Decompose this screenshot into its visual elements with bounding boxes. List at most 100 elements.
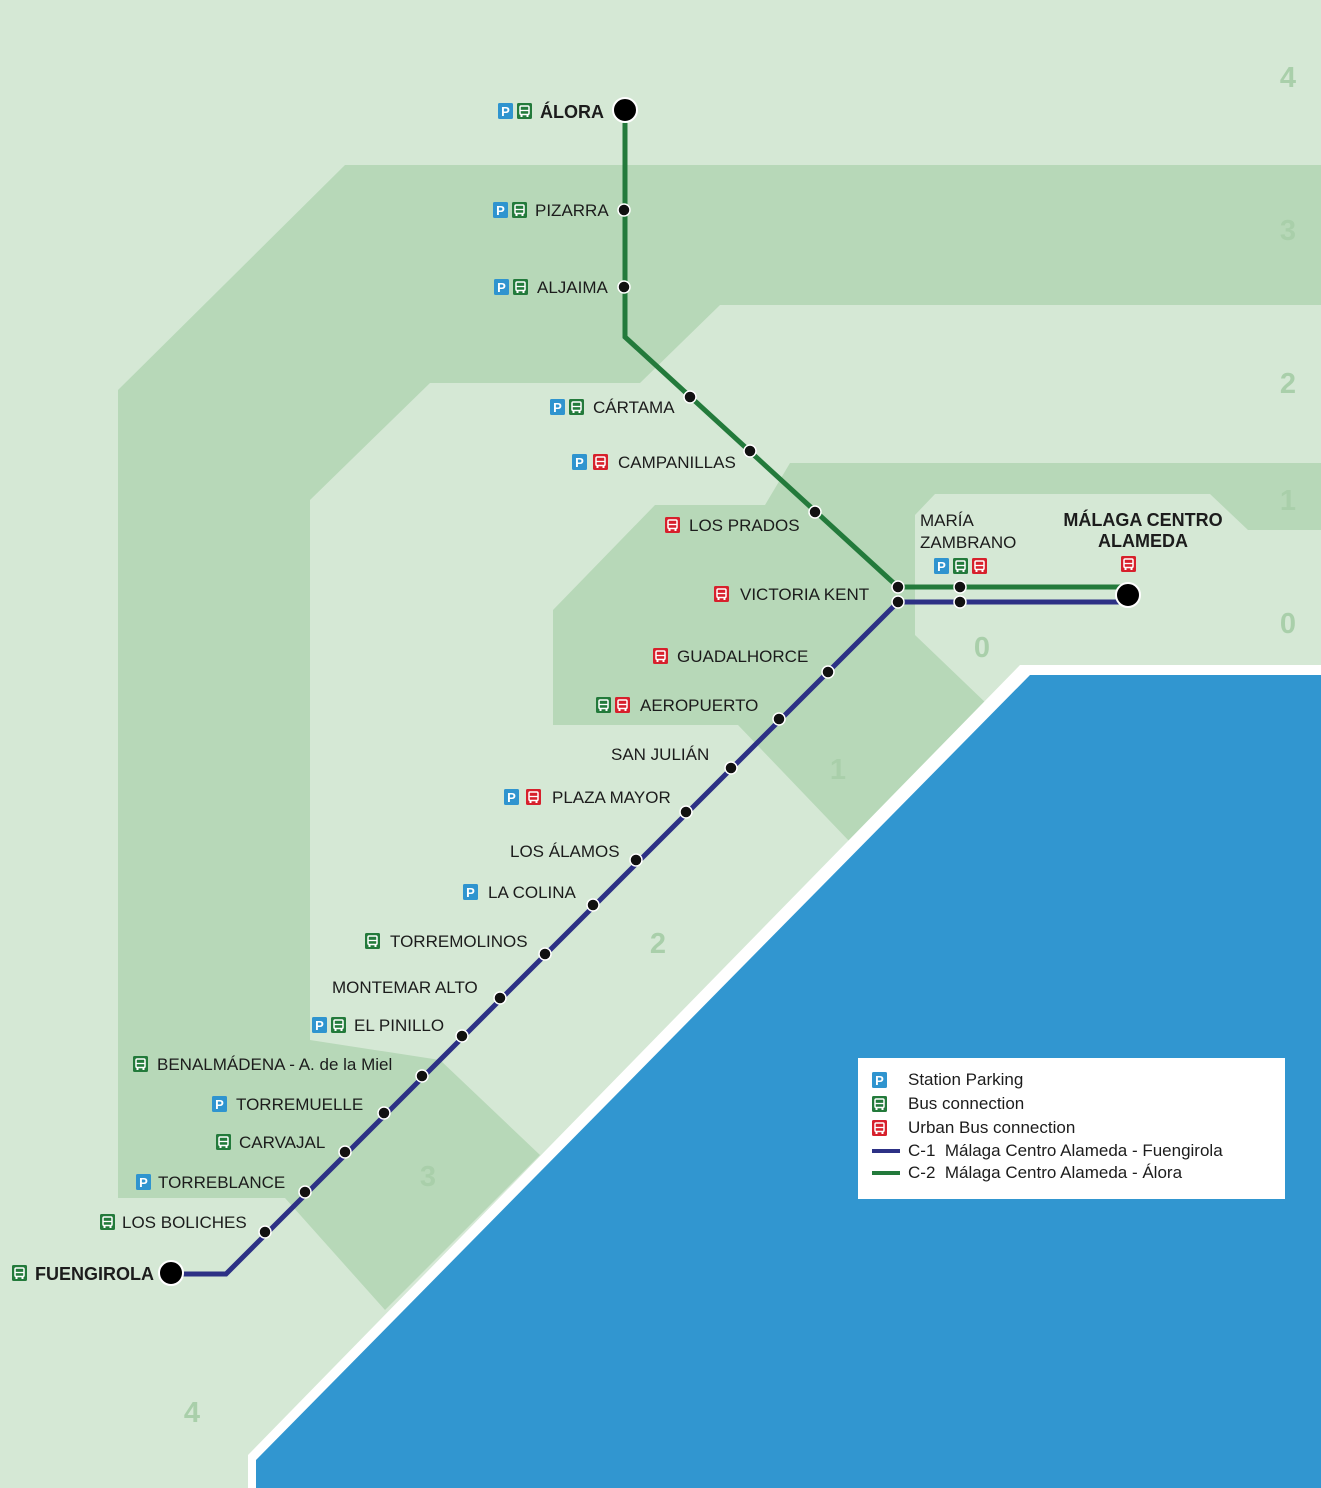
station-dot[interactable]: [808, 505, 822, 519]
station-dot[interactable]: [629, 853, 643, 867]
terminal-dot-alora[interactable]: [612, 97, 638, 123]
parking-icon: [504, 789, 519, 805]
station-label-maria-zambrano[interactable]: MARÍA: [920, 511, 975, 530]
parking-icon: [463, 884, 478, 900]
station-label-los-alamos[interactable]: LOS ÁLAMOS: [510, 842, 620, 861]
station-dot[interactable]: [455, 1029, 469, 1043]
parking-icon: [498, 103, 513, 119]
bus-icon: [11, 1264, 28, 1282]
parking-icon: [572, 454, 587, 470]
zone-number: 3: [1280, 215, 1296, 247]
parking-icon: [493, 202, 508, 218]
bus-icon: [516, 102, 533, 120]
station-dot[interactable]: [586, 898, 600, 912]
zone-number: 2: [1280, 368, 1296, 400]
bus-icon: [132, 1055, 149, 1073]
station-label-benalmadena[interactable]: BENALMÁDENA - A. de la Miel: [157, 1055, 392, 1074]
parking-icon: [934, 558, 949, 574]
legend-row-bus: Bus connection: [872, 1092, 1285, 1116]
bus-icon: [215, 1133, 232, 1151]
station-dot[interactable]: [538, 947, 552, 961]
bus-icon: [511, 201, 528, 219]
urban-bus-icon: [614, 696, 631, 714]
station-dot[interactable]: [743, 444, 757, 458]
urban-bus-icon: [664, 516, 681, 534]
station-label-la-colina[interactable]: LA COLINA: [488, 883, 577, 902]
parking-icon: [872, 1072, 887, 1088]
terminal-dot-malaga[interactable]: [1115, 582, 1141, 608]
station-label-san-julian[interactable]: SAN JULIÁN: [611, 745, 709, 764]
station-dot[interactable]: [298, 1185, 312, 1199]
station-dot[interactable]: [683, 390, 697, 404]
line-c2-swatch: [872, 1171, 900, 1175]
parking-icon: [136, 1174, 151, 1190]
station-label-maria-zambrano-2[interactable]: ZAMBRANO: [920, 533, 1016, 552]
station-label-fuengirola[interactable]: FUENGIROLA: [35, 1264, 154, 1284]
legend: Station Parking Bus connection Urban Bus…: [858, 1058, 1285, 1199]
station-dot[interactable]: [953, 595, 967, 609]
bus-icon: [364, 932, 381, 950]
urban-bus-icon: [652, 647, 669, 665]
sea: [256, 675, 1321, 1488]
station-label-montemar-alto[interactable]: MONTEMAR ALTO: [332, 978, 478, 997]
bus-icon: [952, 557, 969, 575]
station-label-plaza-mayor[interactable]: PLAZA MAYOR: [552, 788, 671, 807]
station-label-aeropuerto[interactable]: AEROPUERTO: [640, 696, 758, 715]
station-dot[interactable]: [338, 1145, 352, 1159]
station-label-carvajal[interactable]: CARVAJAL: [239, 1133, 325, 1152]
station-label-malaga-centro[interactable]: MÁLAGA CENTRO: [1063, 509, 1222, 530]
station-dot[interactable]: [493, 991, 507, 1005]
station-label-victoria-kent[interactable]: VICTORIA KENT: [740, 585, 869, 604]
bus-icon: [595, 696, 612, 714]
station-label-el-pinillo[interactable]: EL PINILLO: [354, 1016, 444, 1035]
zone-area-1: [553, 463, 1321, 842]
station-label-malaga-centro-2[interactable]: ALAMEDA: [1098, 531, 1188, 551]
urban-bus-icon: [1120, 555, 1137, 573]
bus-icon: [330, 1016, 347, 1034]
parking-icon: [494, 279, 509, 295]
urban-bus-icon: [592, 453, 609, 471]
station-dot[interactable]: [617, 280, 631, 294]
station-label-torremolinos[interactable]: TORREMOLINOS: [390, 932, 528, 951]
legend-label-urban-bus: Urban Bus connection: [908, 1118, 1076, 1137]
station-label-torreblance[interactable]: TORREBLANCE: [158, 1173, 285, 1192]
bus-icon: [512, 278, 529, 296]
station-label-cartama[interactable]: CÁRTAMA: [593, 398, 675, 417]
station-label-pizarra[interactable]: PIZARRA: [535, 201, 609, 220]
parking-icon: [212, 1096, 227, 1112]
station-label-alora[interactable]: ÁLORA: [540, 101, 604, 122]
station-label-aljaima[interactable]: ALJAIMA: [537, 278, 609, 297]
legend-row-parking: Station Parking: [872, 1068, 1285, 1092]
zone-number: 3: [420, 1161, 436, 1193]
legend-label-c2: C-2 Málaga Centro Alameda - Álora: [908, 1163, 1183, 1182]
station-dot[interactable]: [377, 1106, 391, 1120]
urban-bus-icon: [971, 557, 988, 575]
station-dot[interactable]: [258, 1225, 272, 1239]
station-label-guadalhorce[interactable]: GUADALHORCE: [677, 647, 808, 666]
zone-number: 4: [184, 1397, 200, 1429]
urban-bus-icon: [713, 585, 730, 603]
station-dot[interactable]: [415, 1069, 429, 1083]
terminal-dot-fuengirola[interactable]: [158, 1260, 184, 1286]
station-label-torremuelle[interactable]: TORREMUELLE: [236, 1095, 363, 1114]
line-c2[interactable]: [622, 110, 1128, 590]
legend-row-c1: C-1 Málaga Centro Alameda - Fuengirola: [872, 1140, 1285, 1162]
parking-icon: [550, 399, 565, 415]
station-dot[interactable]: [821, 665, 835, 679]
station-dot[interactable]: [953, 580, 967, 594]
station-dot[interactable]: [891, 595, 905, 609]
bus-icon: [568, 398, 585, 416]
station-dot[interactable]: [679, 805, 693, 819]
station-dot[interactable]: [724, 761, 738, 775]
station-label-los-prados[interactable]: LOS PRADOS: [689, 516, 800, 535]
station-dot[interactable]: [617, 203, 631, 217]
line-c1[interactable]: [170, 599, 1128, 1277]
station-dot[interactable]: [891, 580, 905, 594]
station-label-campanillas[interactable]: CAMPANILLAS: [618, 453, 736, 472]
legend-row-urban-bus: Urban Bus connection: [872, 1116, 1285, 1140]
station-dot[interactable]: [772, 712, 786, 726]
urban-bus-icon: [525, 788, 542, 806]
station-label-los-boliches[interactable]: LOS BOLICHES: [122, 1213, 247, 1232]
bus-icon: [99, 1213, 116, 1231]
legend-label-c1: C-1 Málaga Centro Alameda - Fuengirola: [908, 1141, 1223, 1160]
